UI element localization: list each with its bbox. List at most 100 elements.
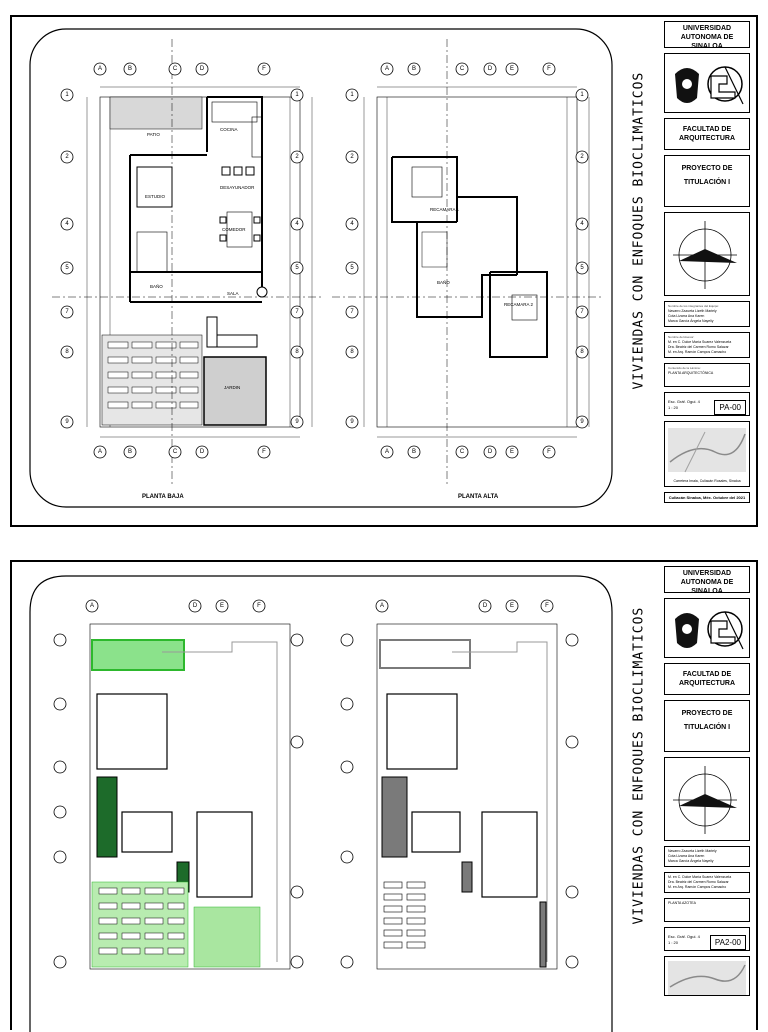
axis-bubbles-bottom-sheet — [53, 599, 579, 969]
baja-axis-A: A — [97, 66, 102, 72]
baja-axis-D: D — [199, 66, 205, 72]
sheet-code-2: PA2-00 — [709, 935, 746, 950]
axis-bubbles-left-top — [93, 62, 271, 459]
title-block-2: UNIVERSIDAD AUTONOMA DE SINALOA FACULTAD… — [664, 566, 750, 1001]
side-axis-7: 7 — [65, 309, 69, 315]
planta-baja-plan — [52, 39, 322, 487]
side-axis-2: 2 — [350, 154, 354, 160]
scale-info: Esc. Gráf. Ogui. 4 1 : 20 — [668, 399, 700, 410]
advisors-box-2: M. en C. Dulce María Suarez Valenzuela D… — [664, 872, 750, 893]
alta-axis-B: B — [411, 66, 416, 72]
baja-axis-F: F — [262, 66, 266, 72]
scale-code-box-2: Esc. Gráf. Ogui. 4 1 : 20 PA2-00 — [664, 927, 750, 951]
scale-code-box: Esc. Gráf. Ogui. 4 1 : 20 PA-00 — [664, 392, 750, 416]
title-block: UNIVERSIDAD AUTONOMA DE SINALOA FACULTAD… — [664, 21, 750, 508]
side-axis-7: 7 — [295, 309, 299, 315]
room-label-sala: SALA — [227, 291, 239, 296]
baja-axis-C: C — [172, 449, 178, 455]
room-label-desayunador: DESAYUNADOR — [220, 185, 255, 190]
azotea-gris-axis-D: D — [482, 603, 488, 609]
plan-title-planta-alta: PLANTA ALTA — [458, 494, 499, 500]
side-axis-8: 8 — [350, 349, 354, 355]
location-map-box: Carretera Imala, Culiacán Rosales, Sinal… — [664, 421, 750, 487]
azotea-axis-E: E — [219, 603, 224, 609]
project-name-2: PROYECTO DE TITULACIÓN I — [664, 700, 750, 752]
side-axis-9: 9 — [580, 419, 584, 425]
side-axis-9: 9 — [65, 419, 69, 425]
drawing-frame-2 — [29, 575, 613, 1032]
parking-area — [101, 334, 203, 426]
garden-area — [203, 356, 267, 426]
side-axis-5: 5 — [580, 265, 584, 271]
green-roof-patio — [91, 639, 185, 671]
advisor: Dra. Beatriz del Carmen Romo Salazar — [668, 345, 729, 349]
floor-plans-drawing — [29, 28, 613, 508]
team-member: Cota Lizarra Ana Karen — [668, 314, 705, 318]
axis-bubbles-right-side — [345, 88, 589, 429]
alta-axis-F: F — [547, 66, 551, 72]
alta-axis-A: A — [384, 66, 389, 72]
alta-axis-B: B — [411, 449, 416, 455]
content-box: Contenido de la Lámina: PLANTA ARQUITECT… — [664, 363, 750, 387]
north-arrow-icon — [673, 221, 737, 289]
alta-axis-E: E — [509, 66, 514, 72]
side-axis-2: 2 — [580, 154, 584, 160]
room-label-recamara-1: RECAMARA 1 — [430, 207, 460, 212]
room-label-comedor: COMEDOR — [222, 227, 246, 232]
side-axis-9: 9 — [295, 419, 299, 425]
north-arrow-icon — [673, 766, 737, 834]
side-axis-2: 2 — [295, 154, 299, 160]
alta-axis-C: C — [459, 449, 465, 455]
faculty-name: FACULTAD DE ARQUITECTURA — [664, 118, 750, 150]
room-label-cocina: COCINA — [220, 127, 238, 132]
university-name: UNIVERSIDAD AUTONOMA DE SINALOA — [664, 21, 750, 50]
azotea-gris-axis-E: E — [509, 603, 514, 609]
side-axis-9: 9 — [350, 419, 354, 425]
room-label-bano: BAÑO — [150, 284, 163, 289]
side-axis-1: 1 — [350, 92, 354, 98]
alta-axis-D: D — [487, 449, 493, 455]
side-axis-8: 8 — [580, 349, 584, 355]
azotea-gris-axis-A: A — [379, 603, 384, 609]
azotea-gris-axis-F: F — [545, 603, 549, 609]
baja-axis-C: C — [172, 66, 178, 72]
side-axis-7: 7 — [350, 309, 354, 315]
side-axis-4: 4 — [580, 221, 584, 227]
vertical-project-title: VIVIENDAS CON ENFOQUES BIOCLIMATICOS — [631, 71, 647, 390]
drawing-frame — [29, 28, 613, 508]
side-axis-8: 8 — [295, 349, 299, 355]
azotea-axis-F: F — [257, 603, 261, 609]
university-logos-icon — [675, 611, 744, 650]
side-axis-1: 1 — [65, 92, 69, 98]
location-text: Carretera Imala, Culiacán Rosales, Sinal… — [673, 479, 741, 483]
faculty-name-2: FACULTAD DE ARQUITECTURA — [664, 663, 750, 695]
university-name-2: UNIVERSIDAD AUTONOMA DE SINALOA — [664, 566, 750, 595]
side-axis-2: 2 — [65, 154, 69, 160]
advisors-box: Nombre del Asesor: M. en C. Dulce María … — [664, 332, 750, 358]
logo-box — [664, 53, 750, 113]
azotea-axis-A: A — [89, 603, 94, 609]
north-arrow-box — [664, 212, 750, 296]
date-footer: Culiacán Sinaloa, Méx. Octubre del 2021 — [664, 492, 750, 503]
azotea-axis-D: D — [192, 603, 198, 609]
team-member: Navarro Zazueta Lizeth Mariely — [668, 309, 717, 313]
alta-axis-C: C — [459, 66, 465, 72]
advisor: M. en Arq. Ramón Campos Camacho — [668, 350, 727, 354]
alta-axis-F: F — [547, 449, 551, 455]
university-logos-icon — [675, 66, 744, 105]
roof-plan-gray — [376, 623, 558, 970]
logo-box-2 — [664, 598, 750, 658]
side-axis-5: 5 — [350, 265, 354, 271]
baja-axis-D: D — [199, 449, 205, 455]
side-axis-4: 4 — [295, 221, 299, 227]
room-label-bano-alta: BAÑO — [437, 280, 450, 285]
team-box-2: Navarro Zazueta Lizeth Mariely Cota Liza… — [664, 846, 750, 867]
side-axis-1: 1 — [580, 92, 584, 98]
axis-bubbles-left-side — [60, 88, 304, 429]
location-map-box-2 — [664, 956, 750, 996]
alta-axis-D: D — [487, 66, 493, 72]
green-garden-area — [193, 906, 261, 968]
sheet-content: PLANTA ARQUITECTÓNICA — [668, 371, 714, 375]
content-box-2: PLANTA AZOTEA — [664, 898, 750, 922]
